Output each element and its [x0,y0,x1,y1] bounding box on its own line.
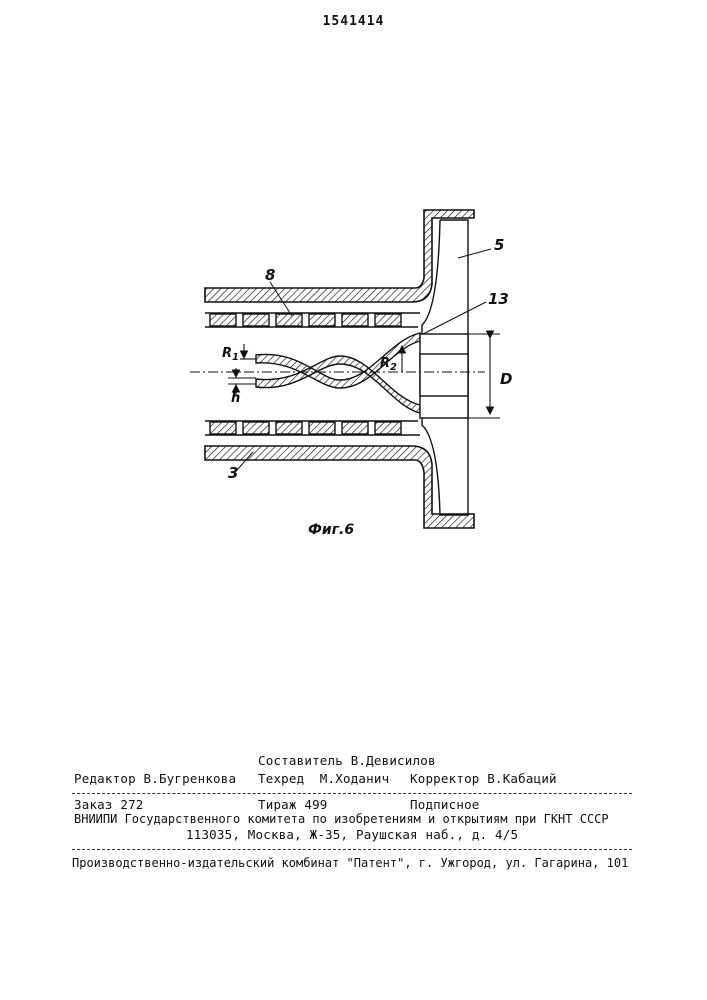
label-d: D [500,370,512,388]
label-r2: R2 [380,356,397,373]
label-5: 5 [494,236,504,254]
order-line: Заказ 272 [74,797,144,812]
compiler-line: Составитель В.Девисилов [258,753,436,768]
label-13: 13 [488,290,509,308]
upper-perforated-wall [205,313,420,327]
editor-line: Редактор В.Бугренкова [74,771,236,786]
dimension-r1 [240,344,256,359]
institute-line: ВНИИПИ Государственного комитета по изоб… [74,812,609,826]
upper-outer-wall [205,210,474,302]
lower-perforated-wall [205,421,420,435]
corrector-line: Корректор В.Кабаций [410,771,557,786]
subscription-line: Подписное [410,797,480,812]
label-3: 3 [228,464,238,482]
figure-caption: Фиг.6 [308,522,354,538]
label-h: h [231,391,240,406]
techred-line: Техред М.Ходанич [258,771,389,786]
divider-top [72,793,632,794]
central-insert [420,354,468,396]
printer-line: Производственно-издательский комбинат "П… [72,856,628,870]
label-8: 8 [265,266,275,284]
label-r1: R1 [222,346,239,363]
divider-bottom [72,849,632,850]
circulation-line: Тираж 499 [258,797,328,812]
address-line: 113035, Москва, Ж-35, Раушская наб., д. … [186,827,518,842]
technical-drawing: 8 5 13 3 R1 R2 h D Фиг.6 [0,0,707,560]
lower-outer-wall [205,446,474,528]
dimension-d [468,334,500,418]
